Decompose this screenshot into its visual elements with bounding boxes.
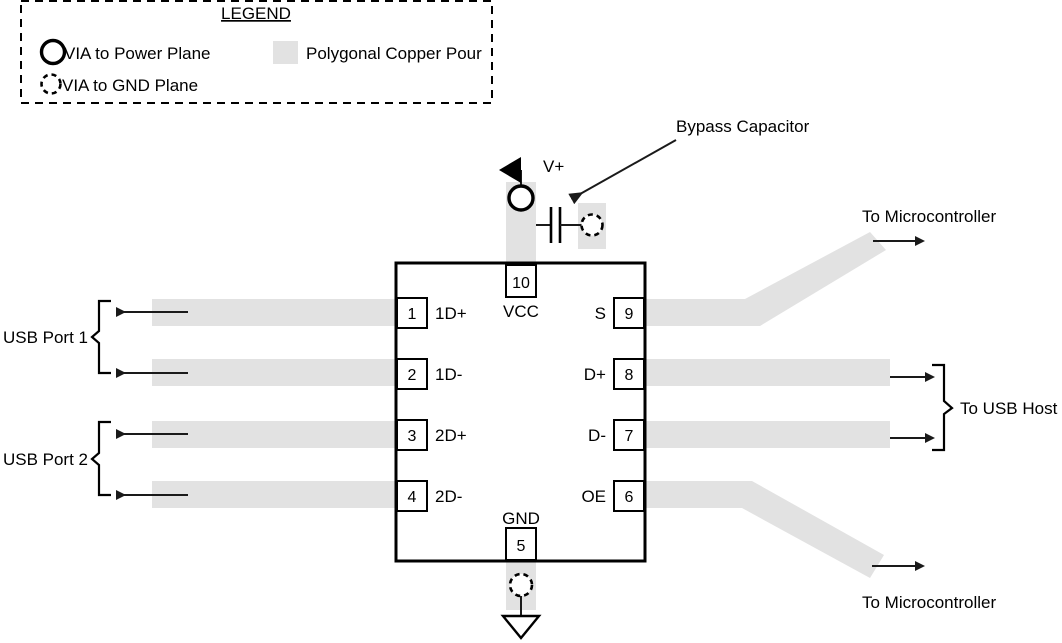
pin-box-2 — [396, 358, 428, 390]
vcc-via-power-icon — [507, 184, 535, 212]
copper-pour-layer — [152, 182, 890, 610]
pin-number-2: 2 — [408, 367, 417, 384]
bypass-capacitor-label: Bypass Capacitor — [676, 117, 810, 136]
pour-trace-pin7 — [645, 421, 890, 448]
copper-pour-swatch — [273, 41, 298, 64]
pin-number-10: 10 — [512, 275, 530, 292]
pin-number-9: 9 — [625, 306, 634, 323]
pin-box-10 — [505, 264, 537, 298]
to-usb-host-label: To USB Host — [960, 399, 1058, 418]
power-rail-group: V+ — [499, 157, 564, 212]
legend-border — [20, 0, 493, 104]
bypass-capacitor-leader — [568, 139, 677, 205]
pin-box-5 — [505, 527, 537, 561]
usb-port-2-label: USB Port 2 — [3, 450, 88, 469]
cap-gnd-via-icon — [580, 213, 604, 237]
usb-port-2-group: USB Port 2 — [3, 420, 188, 500]
bypass-capacitor-group: Bypass Capacitor — [536, 117, 810, 243]
usb-port-1-group: USB Port 1 — [3, 299, 188, 378]
legend: LEGEND VIA to Power Plane VIA to GND Pla… — [20, 0, 493, 104]
pour-trace-pin9 — [645, 232, 886, 326]
pin-name-2dm: 2D- — [435, 487, 462, 506]
to-usb-host-bracket — [932, 363, 954, 452]
pin-number-4: 4 — [408, 489, 417, 506]
pin-box-8 — [613, 358, 645, 390]
pour-trace-pin2 — [152, 359, 398, 386]
pin-name-dm: D- — [588, 426, 606, 445]
usb-port-1-bracket — [90, 299, 111, 375]
usb-port-2-bracket — [90, 420, 111, 497]
pour-trace-pin4 — [152, 481, 398, 508]
pour-trace-pin1 — [152, 299, 398, 326]
to-microcontroller-top-group: To Microcontroller — [862, 207, 996, 246]
legend-item-label-power-via: VIA to Power Plane — [64, 44, 210, 63]
pin-number-6: 6 — [625, 489, 634, 506]
pin-box-6 — [613, 480, 645, 512]
pin-box-1 — [396, 297, 428, 329]
to-microcontroller-bottom-label: To Microcontroller — [862, 593, 996, 612]
pin-box-7 — [613, 419, 645, 451]
gnd-via-icon — [508, 572, 534, 598]
pin-name-dp: D+ — [584, 365, 606, 384]
pour-trace-pin8 — [645, 359, 890, 386]
legend-item-label-gnd-via: VIA to GND Plane — [62, 76, 198, 95]
pin-number-1: 1 — [408, 306, 417, 323]
pin-number-5: 5 — [517, 538, 526, 555]
legend-item-label-copper-pour: Polygonal Copper Pour — [306, 44, 482, 63]
pin-name-1dm: 1D- — [435, 365, 462, 384]
via-gnd-plane-icon — [40, 73, 62, 95]
pin-name-s: S — [595, 304, 606, 323]
to-microcontroller-bottom-group: To Microcontroller — [862, 561, 996, 612]
legend-title: LEGEND — [221, 4, 291, 23]
pin-box-3 — [396, 419, 428, 451]
usb-host-group: To USB Host — [890, 363, 1058, 452]
pour-trace-pin6 — [645, 481, 884, 578]
via-power-plane-icon — [39, 38, 67, 66]
pin-name-oe: OE — [581, 487, 606, 506]
v-plus-label: V+ — [543, 157, 564, 176]
pin-number-7: 7 — [625, 428, 634, 445]
pin-name-1dp: 1D+ — [435, 304, 467, 323]
ground-symbol-group — [500, 572, 542, 640]
ic-package: 10 VCC 1 1D+ 2 1D- 3 2D+ 4 2D- 9 S 8 D+ … — [394, 261, 647, 563]
pin-number-3: 3 — [408, 428, 417, 445]
to-microcontroller-top-label: To Microcontroller — [862, 207, 996, 226]
earth-ground-icon — [500, 614, 542, 640]
pin-box-4 — [396, 480, 428, 512]
pin-number-8: 8 — [625, 367, 634, 384]
usb-port-1-label: USB Port 1 — [3, 328, 88, 347]
pour-trace-pin3 — [152, 421, 398, 448]
pin-box-9 — [613, 297, 645, 329]
pin-name-vcc: VCC — [503, 302, 539, 321]
pin-name-gnd: GND — [502, 509, 540, 528]
pin-name-2dp: 2D+ — [435, 426, 467, 445]
